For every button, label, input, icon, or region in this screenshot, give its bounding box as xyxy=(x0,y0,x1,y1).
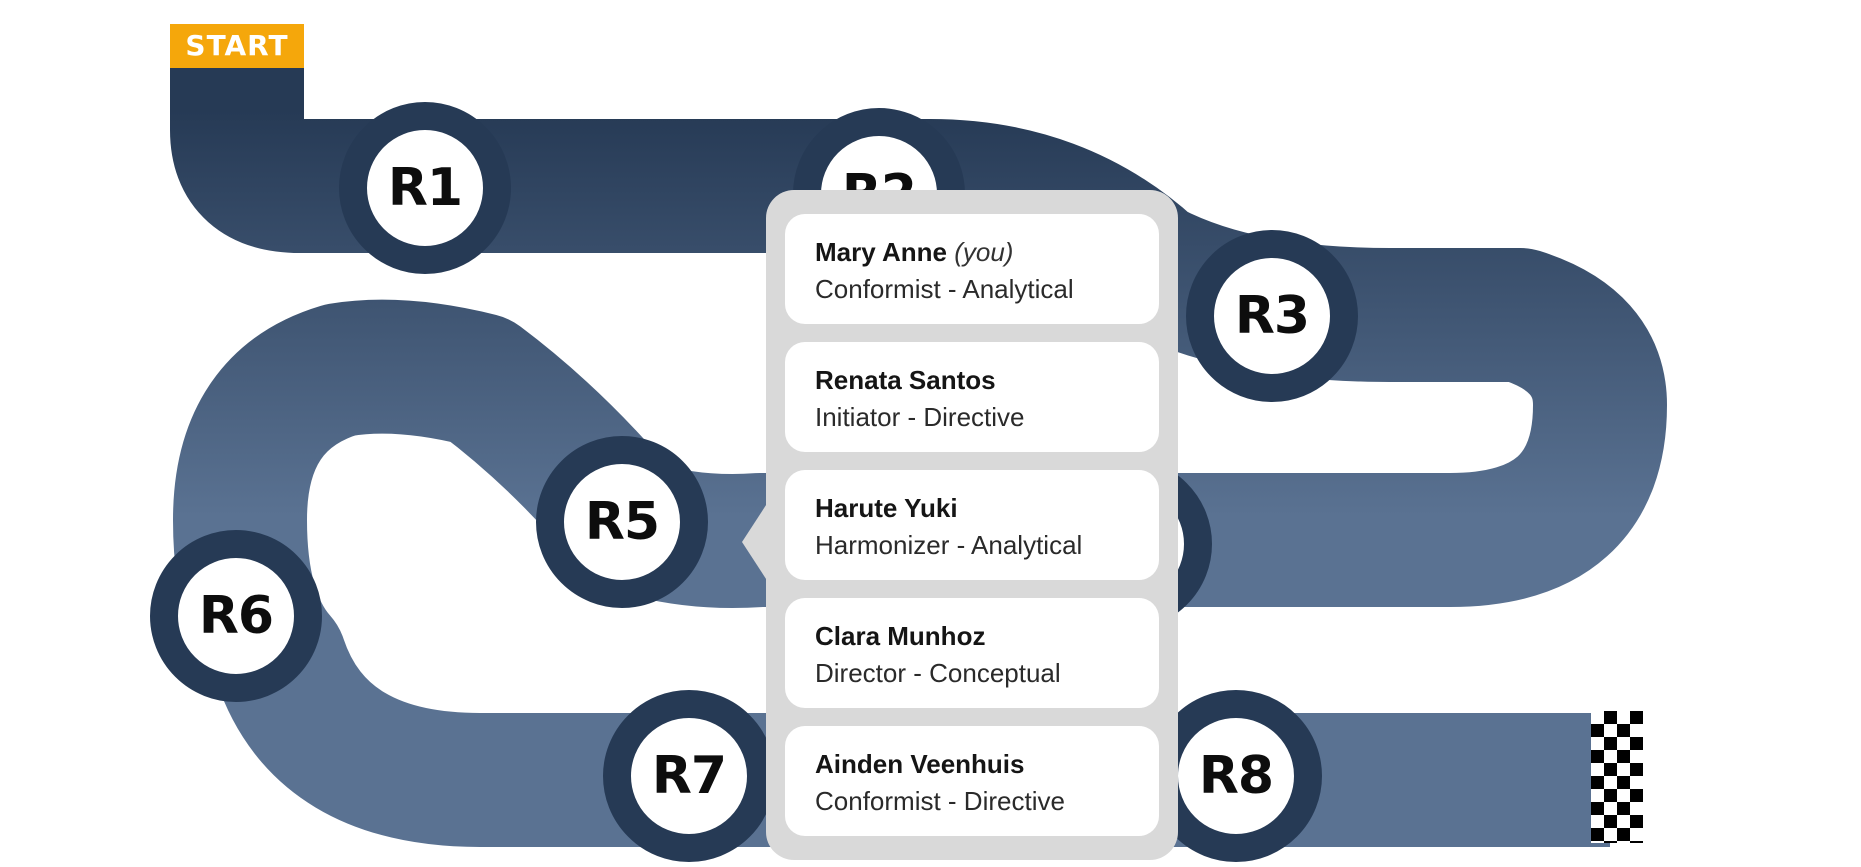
member-card[interactable]: Clara Munhoz Director - Conceptual xyxy=(785,598,1159,708)
start-flag: START xyxy=(170,24,304,68)
round-node-r6[interactable]: R6 xyxy=(150,530,322,702)
finish-flag-icon xyxy=(1591,711,1643,843)
you-tag: (you) xyxy=(954,237,1014,267)
round-node-r5[interactable]: R5 xyxy=(536,436,708,608)
round-node-r1[interactable]: R1 xyxy=(339,102,511,274)
round-node-r3[interactable]: R3 xyxy=(1186,230,1358,402)
member-name: Ainden Veenhuis xyxy=(815,749,1025,779)
member-role: Harmonizer - Analytical xyxy=(815,530,1083,560)
member-name: Clara Munhoz xyxy=(815,621,986,651)
member-card[interactable]: Renata Santos Initiator - Directive xyxy=(785,342,1159,452)
member-card[interactable]: Harute Yuki Harmonizer - Analytical xyxy=(785,470,1159,580)
member-role: Director - Conceptual xyxy=(815,658,1061,688)
member-name: Mary Anne xyxy=(815,237,947,267)
member-name: Harute Yuki xyxy=(815,493,958,523)
member-name: Renata Santos xyxy=(815,365,996,395)
member-role: Conformist - Analytical xyxy=(815,274,1074,304)
popup-pointer xyxy=(742,502,768,582)
member-card[interactable]: Ainden Veenhuis Conformist - Directive xyxy=(785,726,1159,836)
member-role: Initiator - Directive xyxy=(815,402,1025,432)
member-role: Conformist - Directive xyxy=(815,786,1065,816)
team-members-popup: Mary Anne (you) Conformist - Analytical … xyxy=(766,190,1178,860)
member-card[interactable]: Mary Anne (you) Conformist - Analytical xyxy=(785,214,1159,324)
round-node-r7[interactable]: R7 xyxy=(603,690,775,862)
